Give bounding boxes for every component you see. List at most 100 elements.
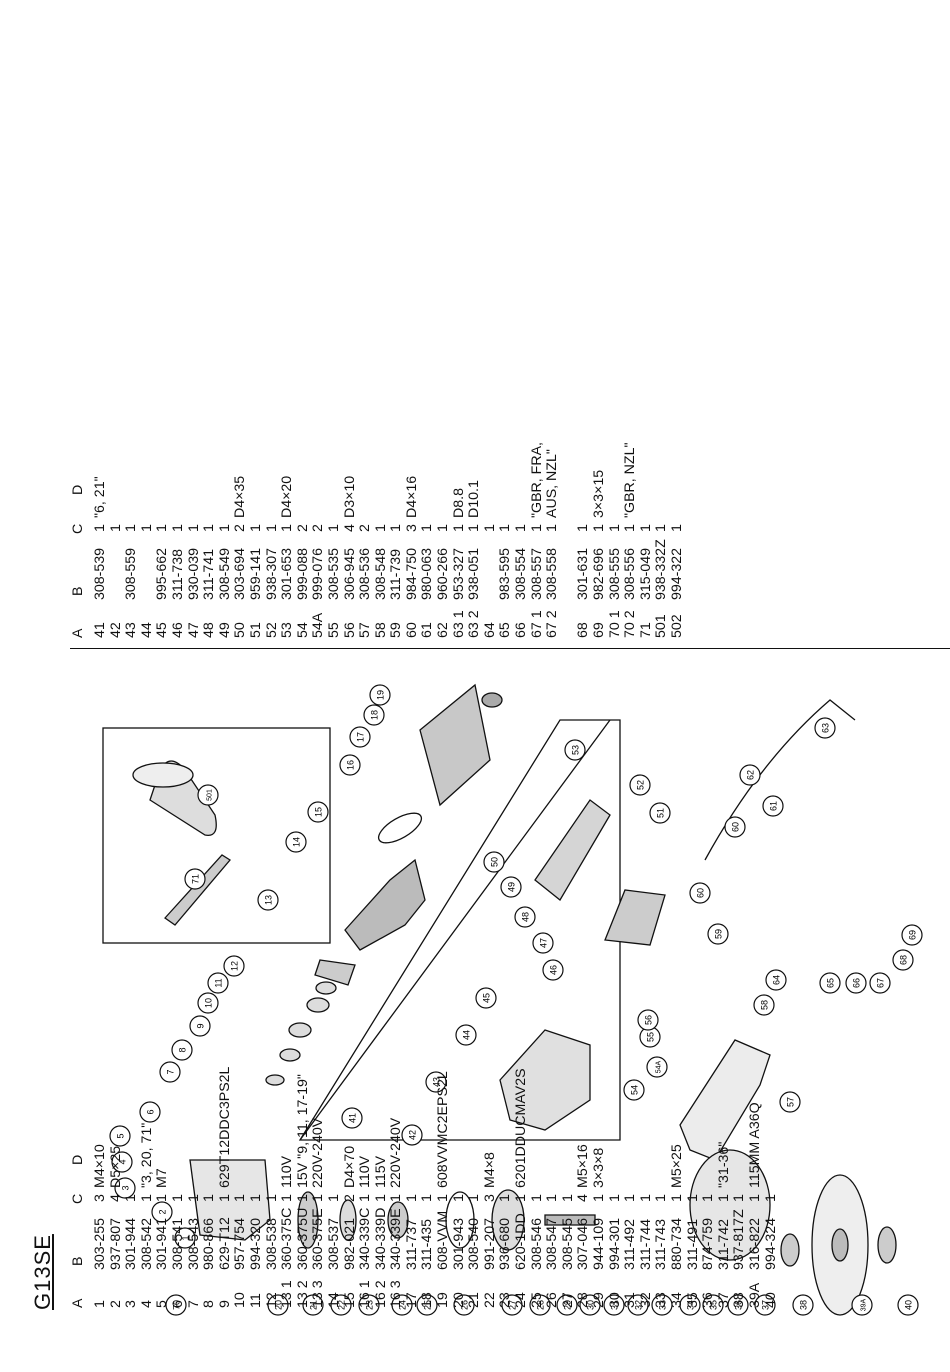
- callout-label: 47: [539, 938, 549, 948]
- callout-label: 24: [398, 1300, 408, 1310]
- cell-d: 15V "9, 11, 17-19": [294, 1074, 311, 1188]
- cell-b: 311-743: [653, 1218, 670, 1270]
- cell-c: 1: [123, 1194, 140, 1202]
- cell-a: 55: [325, 622, 342, 638]
- part-callout: 35: [702, 1294, 724, 1316]
- callout-label: 58: [760, 1000, 770, 1010]
- cell-c: 1: [169, 524, 186, 532]
- callout-label: 45: [482, 993, 492, 1003]
- cell-c: 1: [559, 1194, 576, 1202]
- callout-label: 71: [191, 874, 201, 884]
- cell-d: M4×10: [92, 1144, 108, 1188]
- callout-circle: [425, 1071, 447, 1093]
- cell-b: 999-076: [310, 547, 327, 600]
- cell-c: 1: [185, 1194, 202, 1202]
- callout-circle: [623, 1079, 645, 1101]
- cell-d: 3×3×15: [591, 469, 607, 518]
- cell-b: 301-941: [154, 1217, 171, 1270]
- cell-c: 1: [325, 524, 342, 532]
- cell-d: "GBR, NZL": [622, 442, 639, 518]
- cell-c: 2: [310, 524, 327, 532]
- callout-circle: [851, 1294, 873, 1316]
- callout-label: 48: [521, 912, 531, 922]
- table-divider: [70, 648, 950, 649]
- cell-a: 63 2: [466, 610, 483, 638]
- cell-b: 944-109: [591, 1217, 607, 1270]
- callout-circle: [109, 1125, 131, 1147]
- cell-a: 52: [263, 622, 280, 638]
- callout-circle: [139, 1101, 161, 1123]
- callout-label: 15: [314, 807, 324, 817]
- part-callout: 9: [189, 1015, 211, 1037]
- callout-label: 19: [376, 690, 386, 700]
- callout-label: 26: [460, 1300, 470, 1310]
- cell-a: 43: [123, 622, 140, 638]
- callout-label: 29: [563, 1300, 573, 1310]
- cell-a: 24: [513, 1292, 530, 1308]
- callout-circle: [257, 889, 279, 911]
- cell-b: 982-021: [341, 1217, 358, 1270]
- cell-a: 15: [341, 1292, 358, 1308]
- cell-b: 308-555: [606, 547, 623, 600]
- cell-c: 1: [700, 1194, 717, 1202]
- cell-b: 311-492: [622, 1218, 639, 1270]
- cell-a: 64: [481, 622, 498, 638]
- cell-c: 1: [622, 1194, 639, 1202]
- callout-label: 64: [772, 975, 782, 985]
- part-callout: 7: [159, 1061, 181, 1083]
- cell-a: 25: [528, 1292, 545, 1308]
- callout-label: 4: [118, 1159, 128, 1164]
- cell-a: 18: [419, 1292, 436, 1308]
- cell-b: 937-807: [107, 1217, 124, 1270]
- part-callout: 45: [475, 987, 497, 1009]
- cell-b: 311-739: [388, 548, 405, 600]
- cell-d: D4×16: [403, 475, 420, 518]
- cell-a: 35: [684, 1292, 701, 1308]
- cell-a: 22: [481, 1292, 498, 1308]
- callout-circle: [159, 1061, 181, 1083]
- callout-circle: [514, 906, 536, 928]
- cell-b: 980-063: [419, 547, 436, 600]
- cell-b: 608-VVM: [435, 1210, 452, 1270]
- callout-label: 7: [166, 1069, 176, 1074]
- cell-c: 1: [466, 524, 483, 532]
- callout-label: 50: [490, 857, 500, 867]
- callout-circle: [897, 1294, 919, 1316]
- cell-c: 1: [169, 1194, 186, 1202]
- part-callout: 15: [307, 801, 329, 823]
- cell-c: 1: [606, 524, 623, 532]
- part-callout: 13: [257, 889, 279, 911]
- callout-label: 11: [214, 978, 224, 987]
- cell-a: 42: [107, 622, 124, 638]
- cell-a: 59: [388, 622, 405, 638]
- cell-b: 301-943: [450, 1217, 467, 1270]
- callout-label: 52: [636, 780, 646, 790]
- callout-circle: [845, 972, 867, 994]
- cell-c: 1: [372, 1194, 389, 1202]
- cell-c: 1: [388, 1194, 405, 1202]
- cell-a: 36: [700, 1292, 717, 1308]
- cell-c: 1: [419, 1194, 436, 1202]
- cell-a: 16 3: [388, 1280, 405, 1308]
- callout-circle: [401, 1124, 423, 1146]
- cell-a: 13 3: [310, 1280, 327, 1308]
- cell-b: 308-548: [372, 547, 389, 600]
- callout-circle: [529, 1294, 551, 1316]
- cell-c: 3: [481, 1194, 498, 1202]
- cell-a: 9: [216, 1300, 233, 1308]
- part-callout: 53: [564, 739, 586, 761]
- cell-c: 1: [450, 524, 467, 532]
- callout-circle: [814, 717, 836, 739]
- cell-c: 1: [513, 524, 530, 532]
- cell-d: 629T12DDC3PS2L: [216, 1066, 233, 1188]
- cell-b: 311-435: [419, 1218, 436, 1270]
- cell-b: 316-822: [746, 1217, 763, 1270]
- callout-label: 1: [181, 1235, 191, 1240]
- cell-b: 874-759: [700, 1217, 717, 1270]
- cell-a: 65: [497, 622, 514, 638]
- part-callout: 50: [483, 851, 505, 873]
- cell-a: 1: [92, 1300, 108, 1308]
- callout-circle: [341, 1107, 363, 1129]
- callout-circle: [416, 1294, 438, 1316]
- cell-c: 1: [154, 1194, 171, 1202]
